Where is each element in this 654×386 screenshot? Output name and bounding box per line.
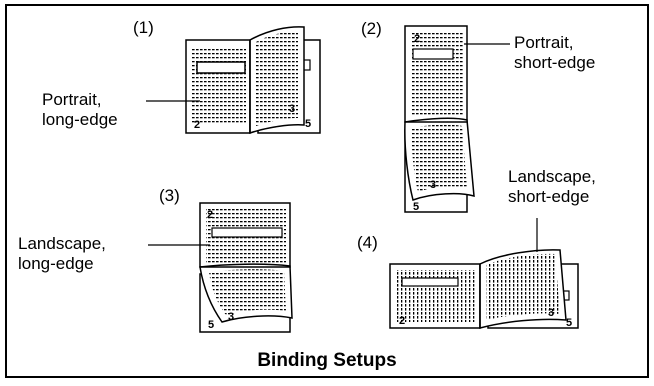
setup-label-3-line1: Landscape, <box>18 234 106 253</box>
setup-label-4: Landscape, short-edge <box>508 167 596 207</box>
page-number-4c: 5 <box>566 317 572 329</box>
heading-box-1 <box>196 61 246 74</box>
setup-label-2: Portrait, short-edge <box>514 33 595 73</box>
setup-number-3: (3) <box>159 186 180 205</box>
page-number-1c: 5 <box>305 118 311 130</box>
booklet-3-landscape-long-edge <box>199 202 293 333</box>
heading-box-2 <box>412 48 454 60</box>
page-number-3a: 2 <box>207 209 213 221</box>
booklet-1-portrait-long-edge <box>185 26 321 135</box>
outer-frame <box>5 4 649 378</box>
page-number-2b: 3 <box>430 179 436 191</box>
text-block-2a <box>411 33 463 117</box>
setup-number-1: (1) <box>133 18 154 37</box>
page-number-2c: 5 <box>413 201 419 213</box>
page-number-1b: 3 <box>289 103 295 115</box>
booklet-4-landscape-short-edge <box>389 249 579 329</box>
setup-number-2: (2) <box>361 19 382 38</box>
setup-number-4: (4) <box>357 233 378 252</box>
heading-box-4 <box>401 277 459 287</box>
page-number-2a: 2 <box>414 33 420 45</box>
text-block-1b <box>256 31 298 127</box>
setup-label-2-line1: Portrait, <box>514 33 574 52</box>
page-number-3b: 3 <box>228 311 234 323</box>
figure-caption: Binding Setups <box>257 350 397 371</box>
setup-label-4-line1: Landscape, <box>508 167 596 186</box>
setup-label-1-line2: long-edge <box>42 110 118 129</box>
setup-label-4-line2: short-edge <box>508 187 590 206</box>
booklet-2-portrait-short-edge <box>404 25 475 213</box>
page-number-3c: 5 <box>208 319 214 331</box>
page-number-4b: 3 <box>548 307 554 319</box>
setup-label-1: Portrait, long-edge <box>42 90 118 130</box>
setup-label-3-line2: long-edge <box>18 254 94 273</box>
text-block-2b <box>411 124 467 192</box>
text-block-1a <box>192 48 246 125</box>
setup-label-2-line2: short-edge <box>514 53 596 72</box>
setup-label-1-line1: Portrait, <box>42 90 102 109</box>
text-block-4b <box>486 253 560 320</box>
setup-label-3: Landscape, long-edge <box>18 234 106 274</box>
page-number-1a: 2 <box>194 119 200 131</box>
heading-box-3 <box>211 227 283 238</box>
text-block-3b <box>209 269 286 315</box>
page-number-4a: 2 <box>399 315 405 327</box>
